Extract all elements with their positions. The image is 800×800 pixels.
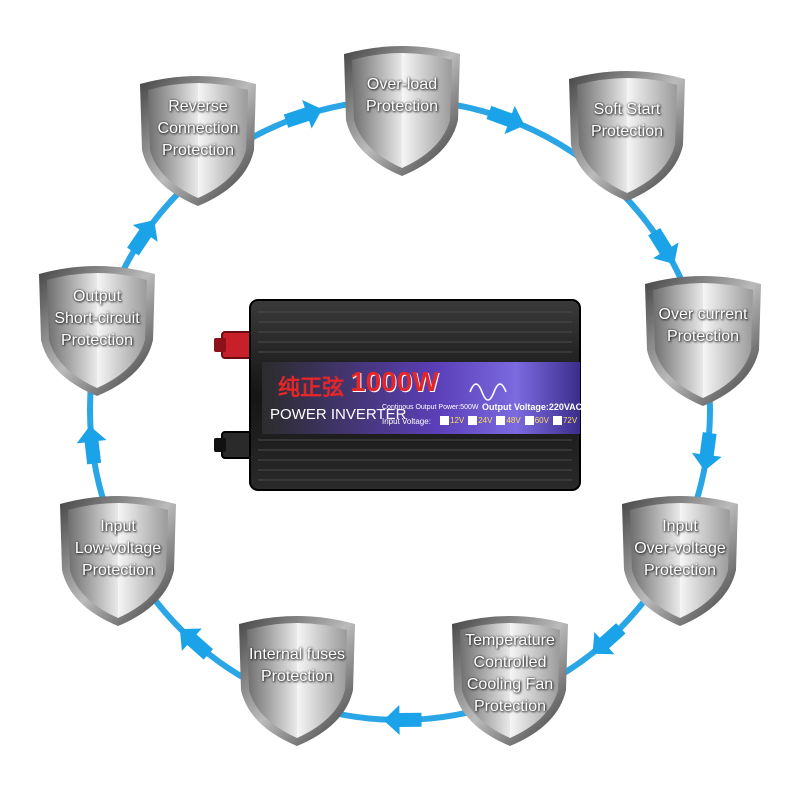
shield-icon <box>452 616 568 746</box>
voltage-option: 72V <box>552 416 578 425</box>
inverter-continuous-output: Continous Output Power:500W <box>382 404 479 411</box>
voltage-option-label: 12V <box>450 416 465 425</box>
checkbox-icon <box>440 416 449 425</box>
voltage-option-label: 60V <box>534 416 549 425</box>
inverter-chinese-label: 纯正弦 <box>278 375 345 400</box>
shield-icon <box>239 616 355 746</box>
shield-icon <box>39 266 155 396</box>
shield-label-line: Short-circuit <box>54 310 140 327</box>
shield-label-line: Cooling Fan <box>466 676 554 693</box>
shield-label-line: Protection <box>666 328 740 345</box>
shield-label-line: Reverse <box>168 98 228 115</box>
checkbox-icon <box>468 416 478 425</box>
shield-label-line: Over-load <box>366 76 438 93</box>
shield-label-line: Protection <box>260 668 334 685</box>
shield-label-line: Protection <box>643 562 717 579</box>
shield-label-line: Protection <box>81 562 155 579</box>
inverter-output-voltage: Output Voltage:220VAC <box>482 402 583 412</box>
checkbox-icon <box>496 416 506 425</box>
shield-label-line: Protection <box>365 98 439 115</box>
inverter-power: 1000W <box>350 366 439 397</box>
voltage-option-label: 48V <box>506 416 521 425</box>
shield-label-line: Protection <box>60 332 134 349</box>
voltage-option: 24V <box>468 416 492 425</box>
voltage-option-label: 24V <box>478 416 493 425</box>
checkbox-icon <box>552 416 562 425</box>
flow-arrow-icon <box>383 705 422 736</box>
flow-arrow-icon <box>76 425 107 465</box>
flow-arrow-icon <box>283 100 323 129</box>
flow-arrow-icon <box>127 220 158 256</box>
voltage-options: 12V 24V 48V 60V 72V <box>440 416 577 425</box>
checkbox-icon <box>524 416 534 425</box>
shield-label-line: Input <box>662 518 698 535</box>
shield-label-line: Over current <box>658 306 748 323</box>
shield-label-line: Low-voltage <box>74 540 162 557</box>
shield-label-line: Connection <box>157 120 239 137</box>
shield-label-line: Temperature <box>465 632 555 649</box>
flow-arrow-icon <box>691 432 722 471</box>
shield-icon <box>60 496 176 626</box>
voltage-option: 60V <box>524 416 549 425</box>
shield-label-line: Protection <box>161 142 235 159</box>
flow-arrow-icon <box>648 227 679 264</box>
shield-label-line: Over-voltage <box>634 540 726 557</box>
shield-label-line: Output <box>72 288 122 305</box>
flow-arrow-icon <box>592 623 626 655</box>
shield-label-line: Protection <box>473 698 547 715</box>
inverter-input-voltage-label: Input Voltage: <box>382 417 431 426</box>
shield-label-line: Protection <box>590 123 664 140</box>
flow-arrow-icon <box>179 628 213 660</box>
voltage-option: 12V <box>440 416 464 425</box>
flow-arrows <box>76 100 722 736</box>
shield-icon <box>622 496 738 626</box>
shield-label-line: Input <box>100 518 136 535</box>
shield-icon <box>140 76 256 206</box>
shield-label-line: Controlled <box>473 654 547 671</box>
shield-icon <box>645 276 761 406</box>
shield-icon <box>344 46 460 176</box>
voltage-option: 48V <box>496 416 521 425</box>
shield-icon <box>569 71 685 201</box>
voltage-option-label: 72V <box>562 416 578 425</box>
flow-arrow-icon <box>486 105 525 135</box>
shield-label-line: Soft Start <box>593 101 661 118</box>
inverter-title: POWER INVERTER <box>270 406 407 423</box>
shield-label-line: Internal fuses <box>248 646 346 663</box>
